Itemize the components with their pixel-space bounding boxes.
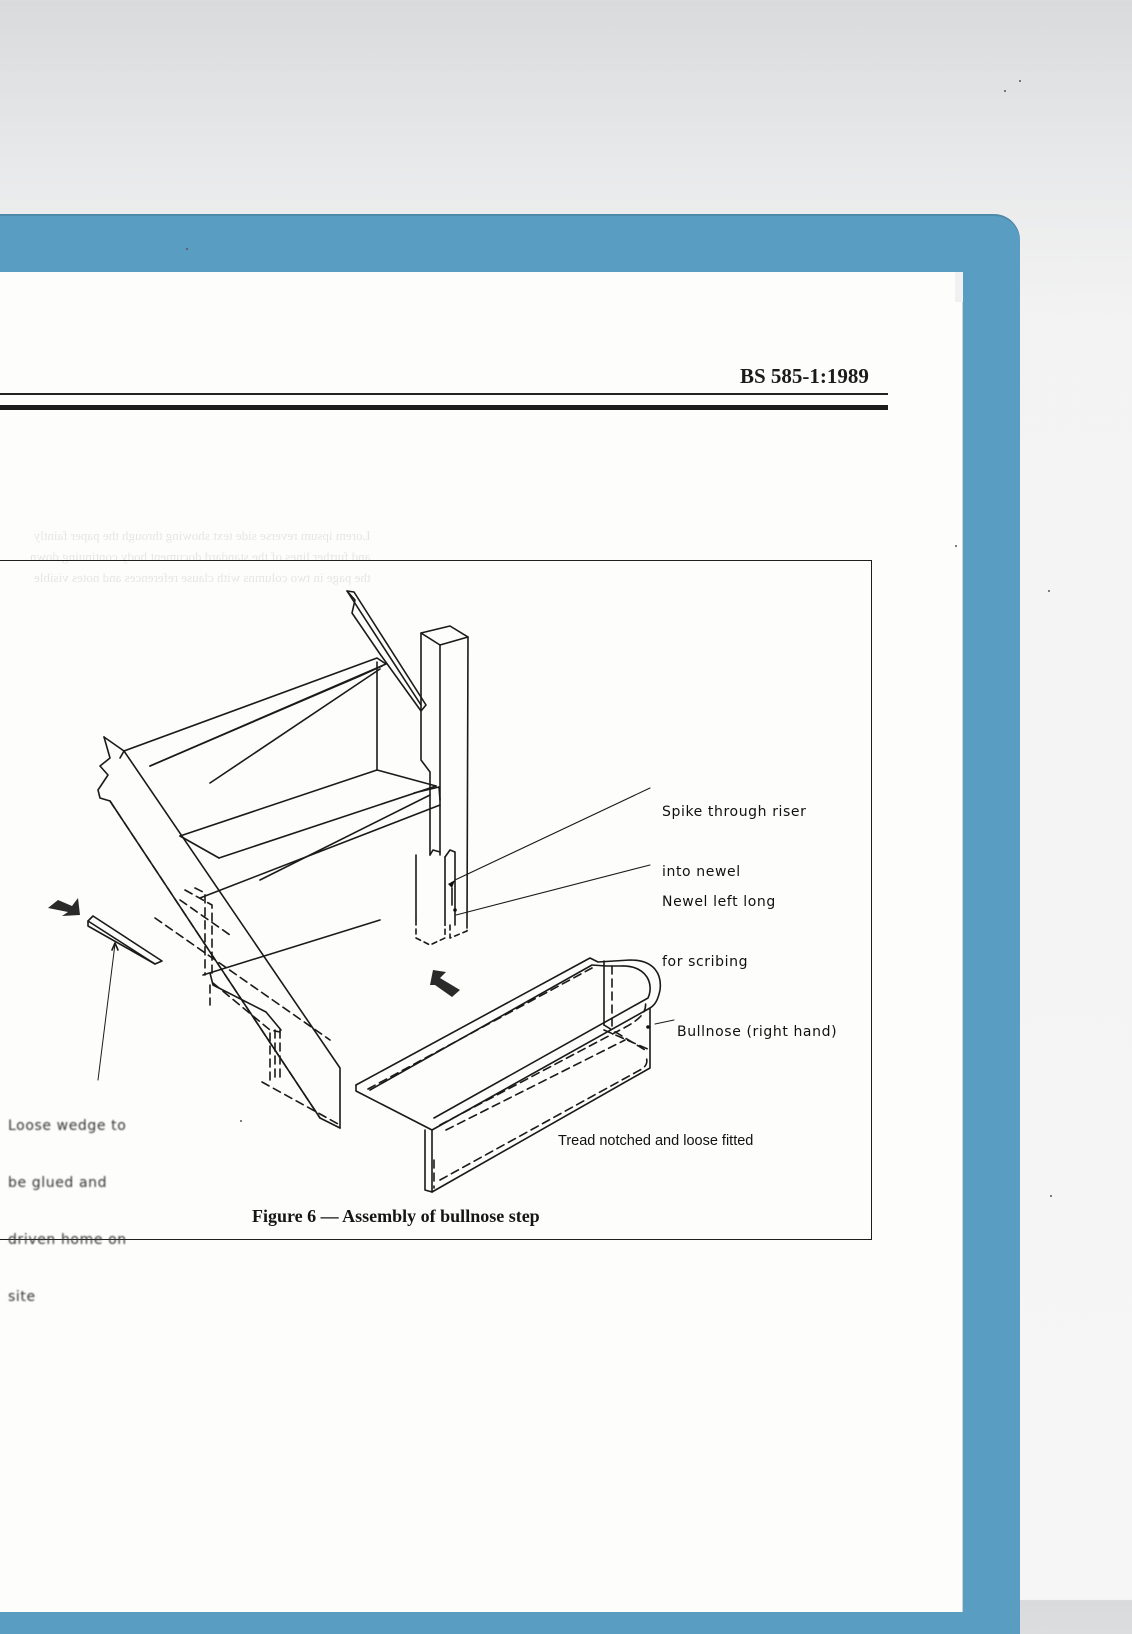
push-arrow-tread (430, 970, 460, 997)
label-spike: Spike through riser into newel (662, 804, 807, 880)
outer-string (97, 736, 341, 1129)
label-wedge: Loose wedge to be glued and driven home … (8, 1118, 127, 1305)
newel-hidden-lines (415, 919, 468, 946)
upper-tread (123, 657, 387, 784)
newel-leader (455, 864, 651, 916)
spike-leader (454, 787, 651, 881)
string-housings (109, 800, 341, 1126)
label-tread: Tread notched and loose fitted (558, 1133, 754, 1149)
label-newel: Newel left long for scribing (662, 894, 776, 970)
wall-string (346, 590, 427, 712)
header-rule-thin (0, 393, 888, 395)
bullnose-hidden-lines (367, 965, 651, 1189)
loose-wedge (87, 915, 163, 965)
header-rule-thick (0, 405, 888, 410)
document-page (0, 272, 962, 1612)
bullnose-leader (654, 1019, 675, 1025)
middle-tread (179, 769, 441, 899)
bullnose-tread (355, 957, 662, 1193)
page-edge (955, 272, 963, 302)
label-bullnose: Bullnose (right hand) (677, 1024, 838, 1040)
push-arrow-wedge (48, 898, 80, 916)
bullnose-step-drawing (48, 590, 675, 1193)
figure-frame (0, 560, 872, 1240)
wedge-leader-arrow (111, 942, 119, 951)
string-notch (209, 972, 282, 1031)
newel-post (415, 625, 469, 929)
wedge-leader (97, 943, 116, 1081)
standard-code: BS 585-1:1989 (740, 364, 869, 388)
figure-caption: Figure 6 — Assembly of bullnose step (252, 1206, 540, 1226)
